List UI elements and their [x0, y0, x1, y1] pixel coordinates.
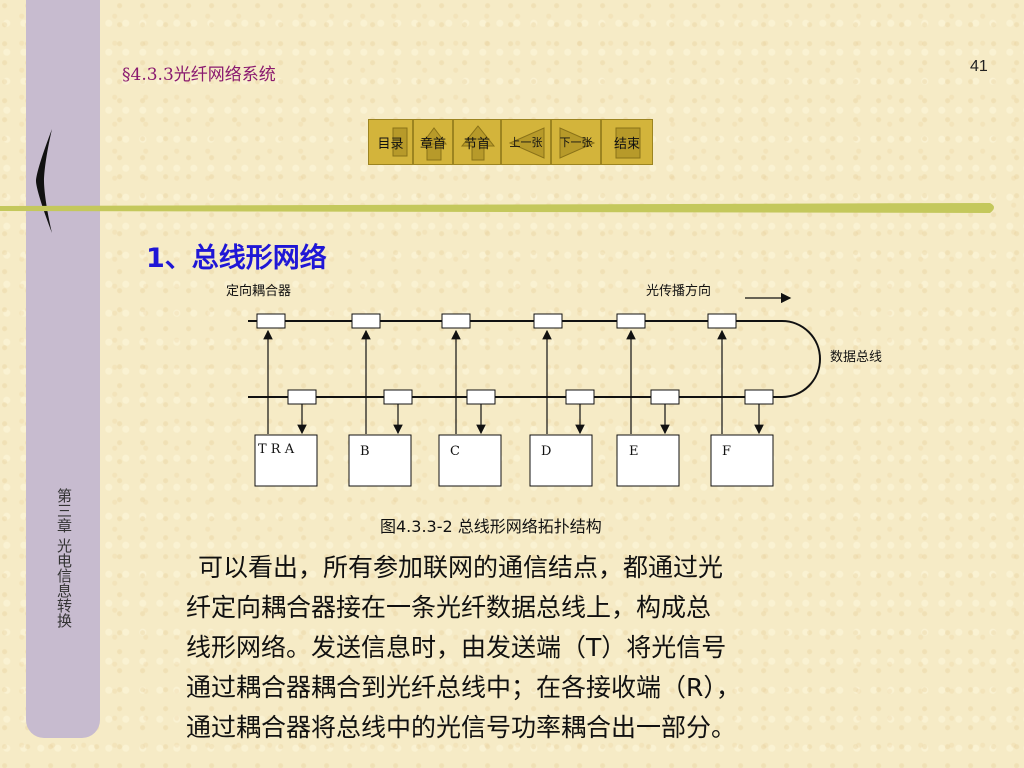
nav-bar: 目录 章首 节首 上一张 下一张 结束 — [368, 119, 653, 165]
node-label-b: B — [360, 444, 370, 459]
coupler — [383, 389, 413, 405]
direction-label: 光传播方向 — [646, 283, 711, 299]
coupler — [533, 313, 563, 329]
bottom-couplers — [287, 389, 774, 405]
data-bus — [248, 320, 821, 398]
sidebar — [26, 0, 100, 738]
node-box-d — [529, 434, 593, 487]
coupler — [287, 389, 317, 405]
coupler — [744, 389, 774, 405]
prev-slide-button[interactable]: 上一张 — [501, 119, 551, 165]
receive-arrows — [297, 404, 764, 435]
stop-icon — [615, 127, 641, 159]
node-label-f: F — [722, 444, 731, 459]
coupler-label: 定向耦合器 — [226, 283, 291, 299]
chapter-start-button[interactable]: 章首 — [413, 119, 453, 165]
coupler — [565, 389, 595, 405]
node-box-e — [616, 434, 680, 487]
node-box-b — [348, 434, 412, 487]
chapter-label: 第三章 光电信息转换 — [55, 488, 73, 628]
top-couplers — [256, 313, 737, 329]
divider — [0, 203, 994, 213]
body-paragraph: 可以看出，所有参加联网的通信结点，都通过光 纤定向耦合器接在一条光纤数据总线上，… — [186, 548, 966, 748]
page-number: 41 — [970, 58, 988, 75]
up-arrow-icon — [460, 125, 496, 161]
node-label-e: E — [629, 444, 639, 459]
next-slide-button[interactable]: 下一张 — [551, 119, 601, 165]
coupler — [351, 313, 381, 329]
diagram-caption: 图4.3.3-2 总线形网络拓扑结构 — [380, 517, 602, 536]
transmit-arrows — [263, 329, 727, 434]
node-label-c: C — [450, 444, 460, 459]
paragraph-line: 可以看出，所有参加联网的通信结点，都通过光 — [198, 553, 724, 582]
bus-label: 数据总线 — [830, 350, 882, 365]
paragraph-line: 纤定向耦合器接在一条光纤数据总线上，构成总 — [186, 593, 712, 622]
paragraph-line: 通过耦合器将总线中的光信号功率耦合出一部分。 — [186, 713, 737, 742]
paragraph-line: 通过耦合器耦合到光纤总线中；在各接收端（R）， — [186, 673, 741, 702]
coupler — [650, 389, 680, 405]
arrow-left-icon — [508, 127, 545, 159]
node-label-a: T R A — [258, 442, 295, 457]
coupler — [616, 313, 646, 329]
end-button[interactable]: 结束 — [601, 119, 653, 165]
section-title: §4.3.3光纤网络系统 — [122, 65, 276, 85]
slide-heading: 1、总线形网络 — [146, 243, 327, 274]
coupler — [441, 313, 471, 329]
coupler — [256, 313, 286, 329]
node-box-a — [254, 434, 318, 487]
toc-button[interactable]: 目录 — [368, 119, 413, 165]
document-icon — [392, 127, 408, 157]
node-box-c — [438, 434, 502, 487]
home-icon — [421, 127, 447, 161]
paragraph-line: 线形网络。发送信息时，由发送端（T）将光信号 — [186, 633, 727, 662]
coupler — [466, 389, 496, 405]
coupler — [707, 313, 737, 329]
chevron-left-icon — [36, 129, 52, 233]
node-box-f — [710, 434, 774, 487]
section-start-button[interactable]: 节首 — [453, 119, 501, 165]
node-label-d: D — [541, 444, 551, 459]
arrow-right-icon — [559, 127, 596, 159]
